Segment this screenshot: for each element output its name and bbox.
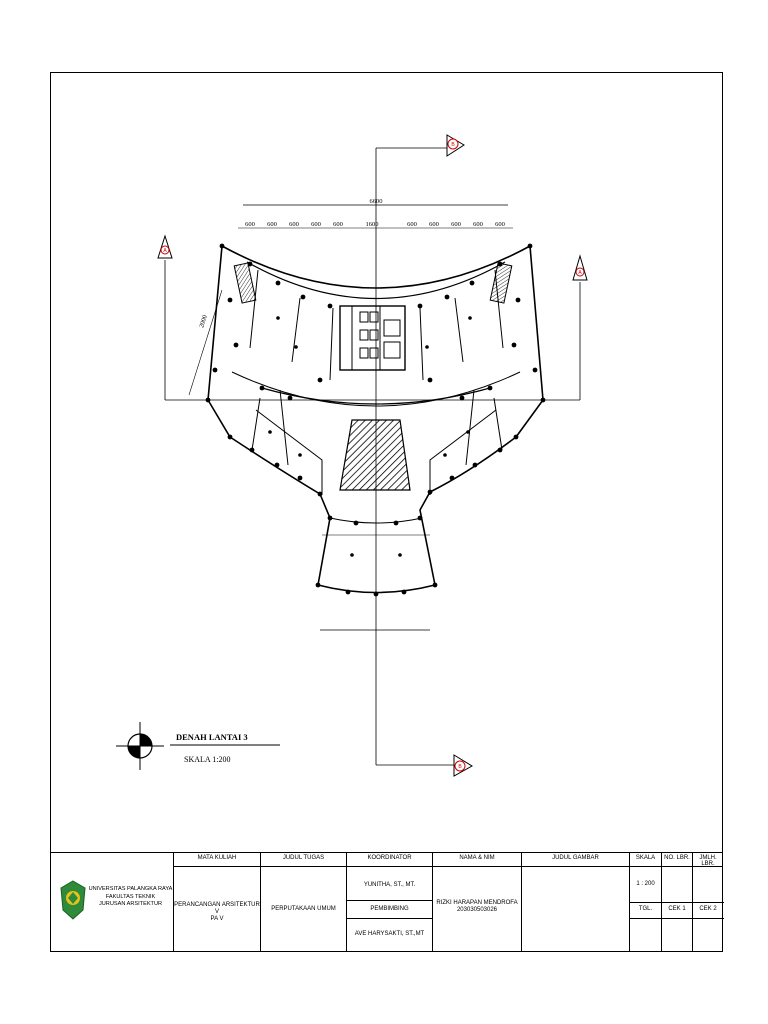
course-value-short: PA V [210,916,224,922]
header-coordinator: KOORDINATOR [367,855,412,861]
dim-seg: 600 [289,221,299,228]
marker-label: B [451,142,455,148]
assignment-value: PERPUTAKAAN UMUM [271,906,336,912]
check2-label: CEK 2 [699,906,717,912]
dim-side: 2000 [198,314,209,329]
dim-overall: 6600 [370,198,383,205]
header-scale: SKALA [635,855,656,861]
drawing-scale: SKALA 1:200 [184,755,230,764]
header-sheet-count: JMLH. LBR. [699,855,717,867]
header-sheet-no: NO. LBR. [664,855,690,861]
dim-seg: 600 [495,221,505,228]
header-course: MATA KULIAH [197,855,237,861]
coordinator-value: YUNITHA, ST., MT. [363,882,416,888]
header-drawing-title: JUDUL GAMBAR [552,855,599,861]
header-student: NAMA & NIM [459,855,495,861]
advisor-value: AVE HARYSAKTI, ST.,MT [354,931,425,937]
advisor-label: PEMBIMBING [370,906,409,912]
institution-line: JURUSAN ARSITEKTUR [98,901,163,907]
dim-seg: 600 [451,221,461,228]
dim-seg: 600 [333,221,343,228]
marker-label: A [578,270,582,276]
student-id: 203030503026 [456,907,498,913]
marker-label: B [458,764,462,770]
dim-seg: 600 [473,221,483,228]
dim-center: 1600 [366,221,379,228]
title-block: UNIVERSITAS PALANGKA RAYA FAKULTAS TEKNI… [50,852,724,952]
scale-value: 1 : 200 [636,881,655,887]
dim-seg: 600 [245,221,255,228]
date-label: TGL. [638,906,653,912]
institution-line: FAKULTAS TEKNIK [105,893,156,900]
north-arrow-icon [116,722,164,770]
course-value: PERANCANGAN ARSITEKTUR V [174,902,260,915]
header-assignment: JUDUL TUGAS [282,855,325,861]
dim-seg: 600 [407,221,417,228]
drawing-title: DENAH LANTAI 3 [176,732,248,742]
dim-seg: 600 [429,221,439,228]
marker-label: A [163,248,167,254]
check1-label: CEK 1 [668,906,686,912]
university-logo [60,880,86,920]
student-name: RIZKI HARAPAN MENDROFA [436,900,518,906]
dim-seg: 600 [267,221,277,228]
dim-seg: 600 [311,221,321,228]
institution-line: UNIVERSITAS PALANGKA RAYA [88,886,173,892]
section-marker-icon [157,134,588,777]
